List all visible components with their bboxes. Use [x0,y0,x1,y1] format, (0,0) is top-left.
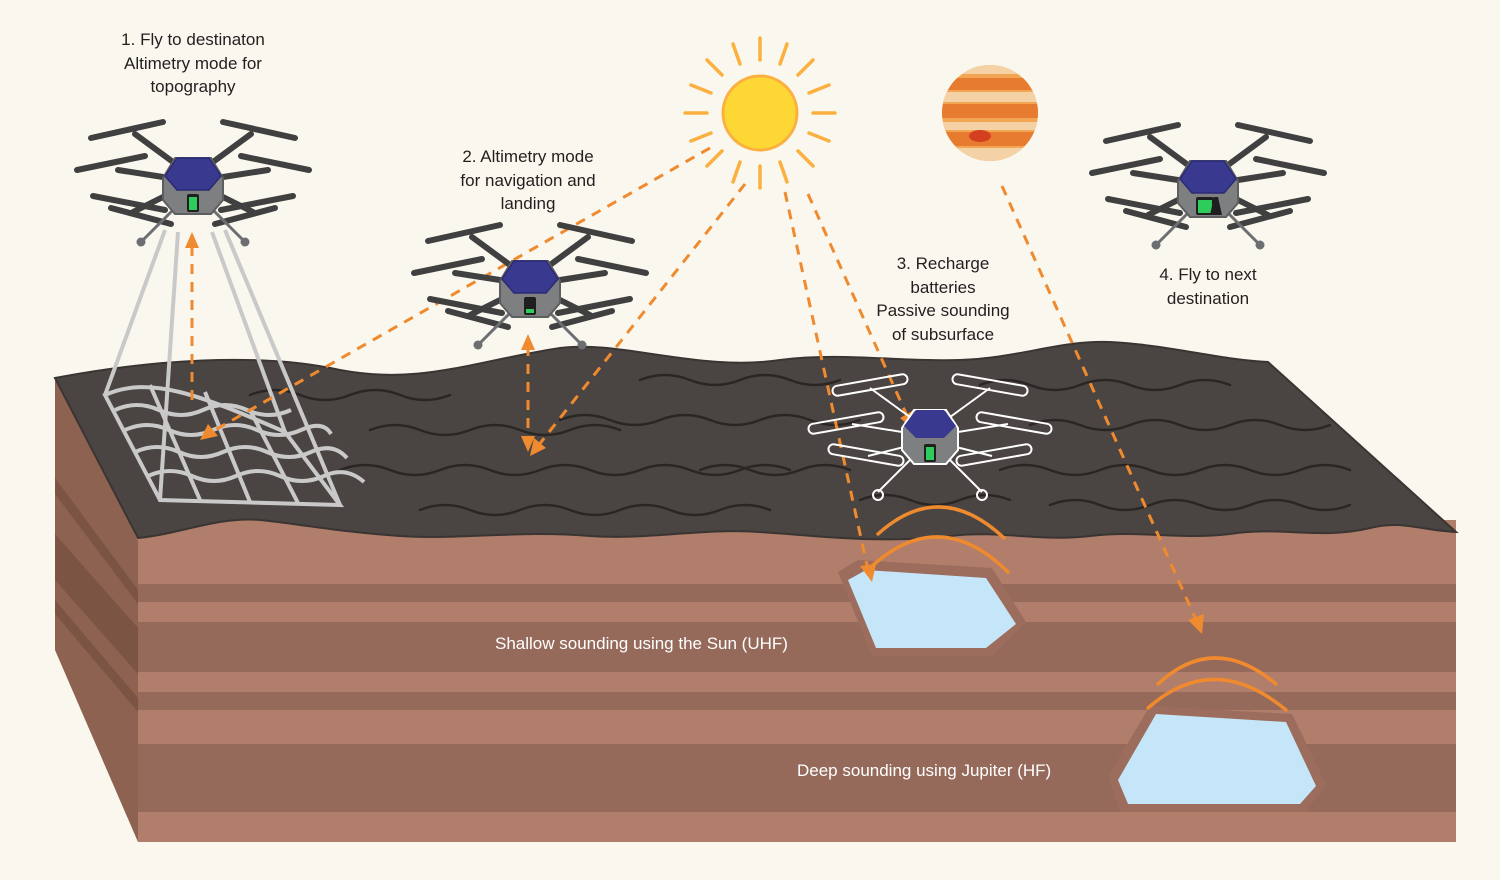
step-2-line-2: for navigation and [460,170,596,190]
sun-icon [683,36,837,190]
step-3-line-2: batteries [910,277,976,297]
step-1-line-2: Altimetry mode for [124,53,262,73]
drone-icon [807,373,1053,501]
shallow-sounding-label: Shallow sounding using the Sun (UHF) [495,634,788,653]
ice-pocket-icon [838,560,1026,656]
step-3-line-1: 3. Recharge [896,254,990,273]
step-1-line-3: topography [150,77,236,96]
step-2-line-3: landing [500,194,556,213]
step-3-line-4: of subsurface [891,324,995,344]
drone-icon [414,225,646,350]
step-4-line-1: 4. Fly to next [1159,265,1257,284]
step-1-label: 1. Fly to destinaton Altimetry mode for … [82,28,304,99]
step-3-label: 3. Recharge batteries Passive sounding o… [840,252,1046,346]
step-4-label: 4. Fly to next destination [1118,263,1298,310]
planet-surface [53,340,1459,541]
step-2-label: 2. Altimetry mode for navigation and lan… [418,145,638,216]
ice-pocket-icon [1108,706,1326,812]
step-2-line-1: 2. Altimetry mode [462,147,594,166]
drone-icon [1092,125,1324,250]
sounding-arcs [870,505,1288,712]
surface-ripples [248,373,1352,517]
signal-paths [190,146,1199,623]
drone-icon [77,122,309,247]
step-3-line-3: Passive sounding [876,301,1010,320]
scan-grid-icon [102,229,366,508]
jupiter-icon [942,65,1038,161]
step-1-line-1: 1. Fly to destinaton [121,30,265,49]
step-4-line-2: destination [1166,288,1250,308]
deep-sounding-label: Deep sounding using Jupiter (HF) [797,761,1052,780]
